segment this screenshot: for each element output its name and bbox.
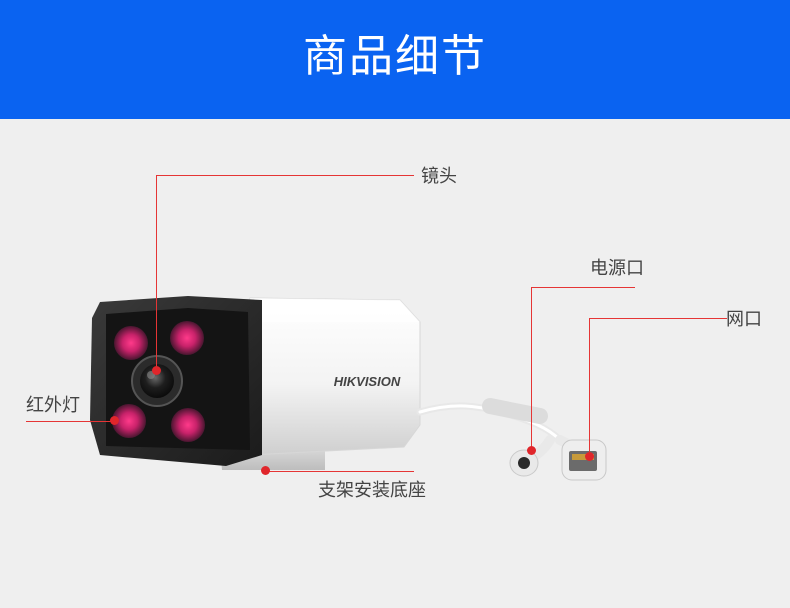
leader-line-base-h [265,471,414,472]
label-mount-base: 支架安装底座 [318,480,426,501]
page-title: 商品细节 [303,31,487,82]
marker-lens [152,366,161,375]
camera-body: HIKVISION [249,297,421,456]
marker-network [585,452,594,461]
header-banner: 商品细节 [0,0,790,119]
leader-line-power-h [531,287,635,288]
leader-line-power-v [531,287,532,451]
leader-line-network-v [589,318,590,458]
lens [131,355,183,407]
brand-logo: HIKVISION [334,374,401,389]
leader-line-ir-h [26,421,116,422]
power-connector [509,449,539,477]
marker-base [261,466,270,475]
ir-lights [112,321,205,442]
leader-line-lens-v [156,175,157,371]
label-ir-light: 红外灯 [26,395,80,416]
network-connector [561,439,607,481]
leader-line-lens-h [156,175,414,176]
marker-ir [110,416,119,425]
leader-line-network-h [589,318,727,319]
label-network-port: 网口 [726,309,762,330]
label-power-port: 电源口 [590,258,644,279]
label-lens: 镜头 [421,166,457,187]
marker-power [527,446,536,455]
